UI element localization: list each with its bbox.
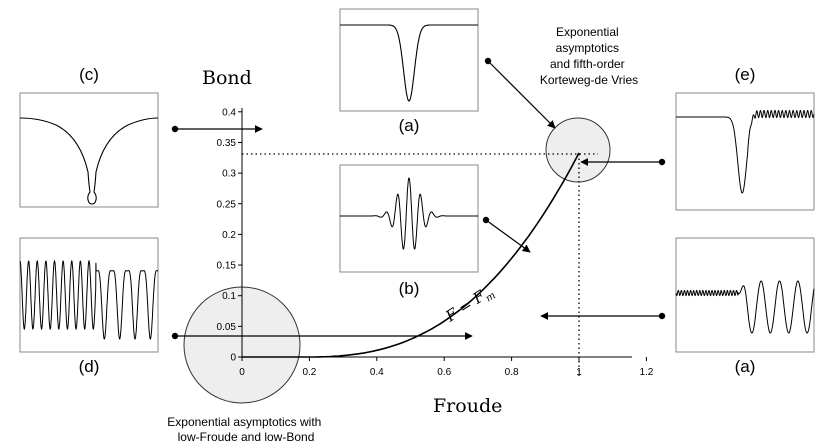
panel-e-label: (e) <box>735 65 756 84</box>
panel-e-profile <box>676 109 815 194</box>
low-froude-annotation: Exponential asymptotics with low-Froude … <box>167 415 324 444</box>
y-tick-label: 0.2 <box>222 230 236 241</box>
panel-b-label: (b) <box>399 279 420 298</box>
arrow-a-top-to-kdv <box>487 60 556 129</box>
y-tick-label: 0.25 <box>217 199 237 210</box>
panel-c-frame <box>19 92 159 208</box>
panel-d-profile <box>19 259 158 340</box>
y-tick-label: 0.4 <box>222 107 236 118</box>
kdv-regime-circle <box>545 117 611 183</box>
x-tick-label: 1 <box>576 367 582 378</box>
plot-axes: 0 0.05 0.1 0.15 0.2 0.25 0.3 0.35 0.4 0 0.2 0.4 0.6… <box>217 107 654 378</box>
panel-d-label: (d) <box>79 357 100 376</box>
y-tick-label: 0.3 <box>222 169 236 180</box>
panel-d-frame <box>19 237 159 353</box>
arrow-b-to-curve <box>485 219 531 253</box>
panel-a-right: (a) <box>675 237 815 376</box>
connector-dots <box>171 57 666 340</box>
panel-a-top-frame <box>339 8 479 112</box>
x-tick-label: 1.2 <box>639 367 653 378</box>
critical-froude-curve <box>242 152 580 358</box>
panel-b-profile <box>340 177 478 250</box>
kdv-annotation: Exponential asymptotics and fifth-order … <box>540 25 638 87</box>
x-axis-label: Froude <box>433 395 502 417</box>
curve-label: F = Fm <box>442 282 498 329</box>
y-tick-label: 0 <box>230 353 236 364</box>
dot-b <box>482 216 490 224</box>
panel-c-label: (c) <box>79 65 99 84</box>
panel-a-top-profile <box>340 24 478 102</box>
panel-c-profile <box>19 117 159 205</box>
panel-a-top-label: (a) <box>399 116 420 135</box>
panel-a-right-profile <box>675 280 815 334</box>
x-tick-label: 0.8 <box>505 367 519 378</box>
dot-d <box>171 332 179 340</box>
panel-e-frame <box>675 92 815 211</box>
panel-d: (d) <box>19 237 159 376</box>
panel-a-top: (a) <box>339 8 479 135</box>
y-tick-label: 0.05 <box>217 322 237 333</box>
y-tick-label: 0.1 <box>222 291 236 302</box>
dot-a-right <box>658 312 666 320</box>
y-axis-label: Bond <box>202 67 252 89</box>
x-tick-label: 0 <box>239 367 245 378</box>
panel-b: (b) <box>339 164 479 298</box>
y-tick-label: 0.15 <box>217 261 237 272</box>
dot-e <box>658 158 666 166</box>
x-tick-label: 0.4 <box>370 367 384 378</box>
dot-c <box>171 125 179 133</box>
y-tick-label: 0.35 <box>217 138 237 149</box>
panel-b-frame <box>339 164 479 273</box>
panel-a-right-label: (a) <box>735 357 756 376</box>
connectors <box>175 60 662 340</box>
panel-e: (e) <box>675 65 815 211</box>
x-tick-label: 0.2 <box>302 367 316 378</box>
x-tick-label: 0.6 <box>437 367 451 378</box>
dot-a-top <box>484 57 492 65</box>
panel-a-right-frame <box>675 237 815 353</box>
panel-c: (c) <box>19 65 159 208</box>
